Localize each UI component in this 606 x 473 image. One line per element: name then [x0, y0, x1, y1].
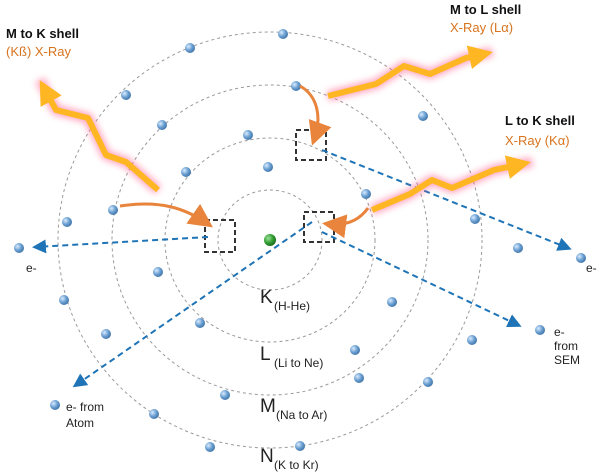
- electron-dot: [101, 329, 111, 339]
- electron-dot: [157, 120, 167, 130]
- electron-dot: [153, 267, 163, 277]
- transition-arrows: [119, 84, 370, 239]
- xray-rays: [35, 45, 534, 215]
- electron-dot: [418, 111, 428, 121]
- shell-n-range: (K to Kr): [274, 458, 319, 472]
- electron-dot: [278, 29, 288, 39]
- vacancy-box-k-left: [204, 219, 236, 253]
- m-to-k-title: M to K shell: [6, 26, 79, 41]
- m-to-l-title: M to L shell: [450, 2, 521, 17]
- electron-paths: [32, 149, 572, 388]
- electron-dot: [220, 390, 230, 400]
- atom-electron-label-line1: e- from: [66, 400, 104, 414]
- electron-dot: [387, 297, 397, 307]
- ejected-electron-left-path: [32, 236, 209, 254]
- orbit-n: [57, 31, 483, 449]
- l-to-k-title: L to K shell: [505, 113, 575, 128]
- incident-electron-sem-path: [321, 231, 522, 328]
- orbit-k: [217, 189, 323, 291]
- ejected-electron-atom-path: [72, 221, 313, 388]
- m-to-l-xray-label: X-Ray (Lα): [450, 20, 513, 35]
- electron-dot: [243, 130, 253, 140]
- electron-dot: [513, 243, 523, 253]
- l-to-k-transition-arrow: [322, 207, 370, 239]
- electron-dot: [291, 81, 301, 91]
- electrons: [14, 29, 586, 452]
- electron-dot: [62, 217, 72, 227]
- electron-dot: [423, 377, 433, 387]
- electron-dot: [354, 373, 364, 383]
- electron-dot: [470, 214, 480, 224]
- ejected-electron-right-path: [321, 149, 572, 251]
- shell-m-range: (Na to Ar): [276, 408, 327, 422]
- l-to-k-xray-label: X-Ray (Kα): [505, 133, 570, 148]
- electron-dot: [295, 441, 305, 451]
- electron-dot: [181, 167, 191, 177]
- kbeta-xray-ray: [39, 80, 160, 193]
- m-to-k-transition-arrow: [119, 202, 213, 228]
- m-to-l-transition-arrow: [299, 84, 332, 146]
- electron-dot: [185, 43, 195, 53]
- orbit-m: [111, 84, 429, 396]
- shell-m-letter: M: [260, 396, 276, 417]
- electron-dot: [263, 162, 273, 172]
- shell-n-letter: N: [260, 446, 274, 467]
- nucleus: [264, 234, 276, 246]
- electron-dot: [535, 325, 545, 335]
- sem-electron-label-line3: SEM: [554, 353, 580, 367]
- shell-l-letter: L: [260, 344, 271, 365]
- shell-l-range: (Li to Ne): [274, 356, 323, 370]
- electron-dot: [576, 253, 586, 263]
- m-to-k-xray-label: (Kß) X-Ray: [6, 44, 72, 59]
- kalpha-xray-ray: [370, 155, 531, 213]
- electron-dot: [361, 189, 371, 199]
- sem-electron-label-line2: from: [554, 339, 578, 353]
- electron-dot: [108, 205, 118, 215]
- electron-dot: [350, 345, 360, 355]
- electron-dot: [149, 409, 159, 419]
- electron-dot: [50, 400, 60, 410]
- ejected-electron-left-label: e-: [26, 261, 37, 275]
- shell-k-letter: K: [260, 287, 273, 308]
- vacancy-box-l: [295, 129, 327, 161]
- electron-dot: [467, 335, 477, 345]
- ejected-electron-right-label: e-: [586, 261, 597, 275]
- electron-dot: [14, 243, 24, 253]
- lalpha-xray-ray: [327, 45, 493, 99]
- vacancy-box-k-right: [303, 211, 335, 243]
- electron-dot: [59, 295, 69, 305]
- electron-dot: [121, 90, 131, 100]
- electron-dot: [205, 442, 215, 452]
- shell-k-range: (H-He): [274, 299, 310, 313]
- atom-electron-label-line2: Atom: [66, 416, 94, 430]
- electron-dot: [195, 318, 205, 328]
- sem-electron-label-line1: e-: [554, 325, 565, 339]
